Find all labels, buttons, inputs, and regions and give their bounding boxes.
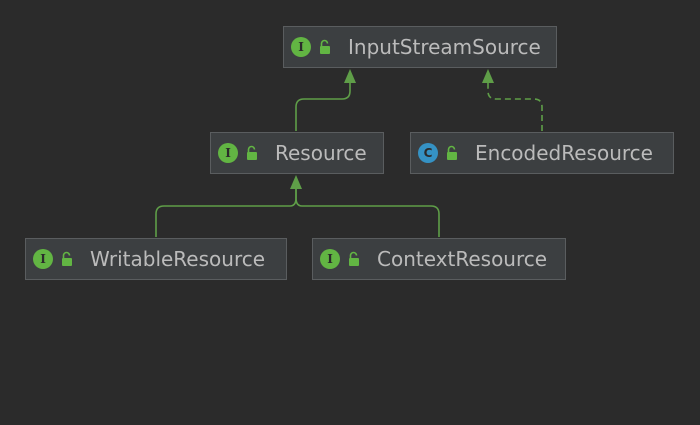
class-icon: C [418,143,438,163]
unlocked-lock-icon [349,251,359,266]
interface-icon: I [320,249,340,269]
unlocked-lock-icon [320,39,330,54]
interface-icon: I [218,143,238,163]
edge-arrowhead [344,69,356,83]
unlocked-lock-icon [62,251,72,266]
edge-writableresource-extends-resource [155,188,297,237]
interface-icon: I [33,249,53,269]
node-label: WritableResource [90,247,266,271]
unlocked-lock-icon [247,145,257,160]
interface-icon: I [291,37,311,57]
unlocked-lock-icon [447,145,457,160]
edge-encodedresource-implements-inputstreamsource [487,82,543,131]
edge-resource-extends-inputstreamsource [295,82,351,131]
node-label: ContextResource [377,247,548,271]
node-resource[interactable]: I Resource [210,132,384,174]
node-inputstreamsource[interactable]: I InputStreamSource [283,26,557,68]
node-writableresource[interactable]: I WritableResource [25,238,287,280]
edge-arrowhead [482,69,494,83]
node-label: EncodedResource [475,141,653,165]
node-label: InputStreamSource [348,35,541,59]
node-encodedresource[interactable]: C EncodedResource [410,132,674,174]
node-label: Resource [275,141,367,165]
node-contextresource[interactable]: I ContextResource [312,238,566,280]
edge-arrowhead [290,175,302,189]
edge-contextresource-extends-resource [295,188,440,237]
